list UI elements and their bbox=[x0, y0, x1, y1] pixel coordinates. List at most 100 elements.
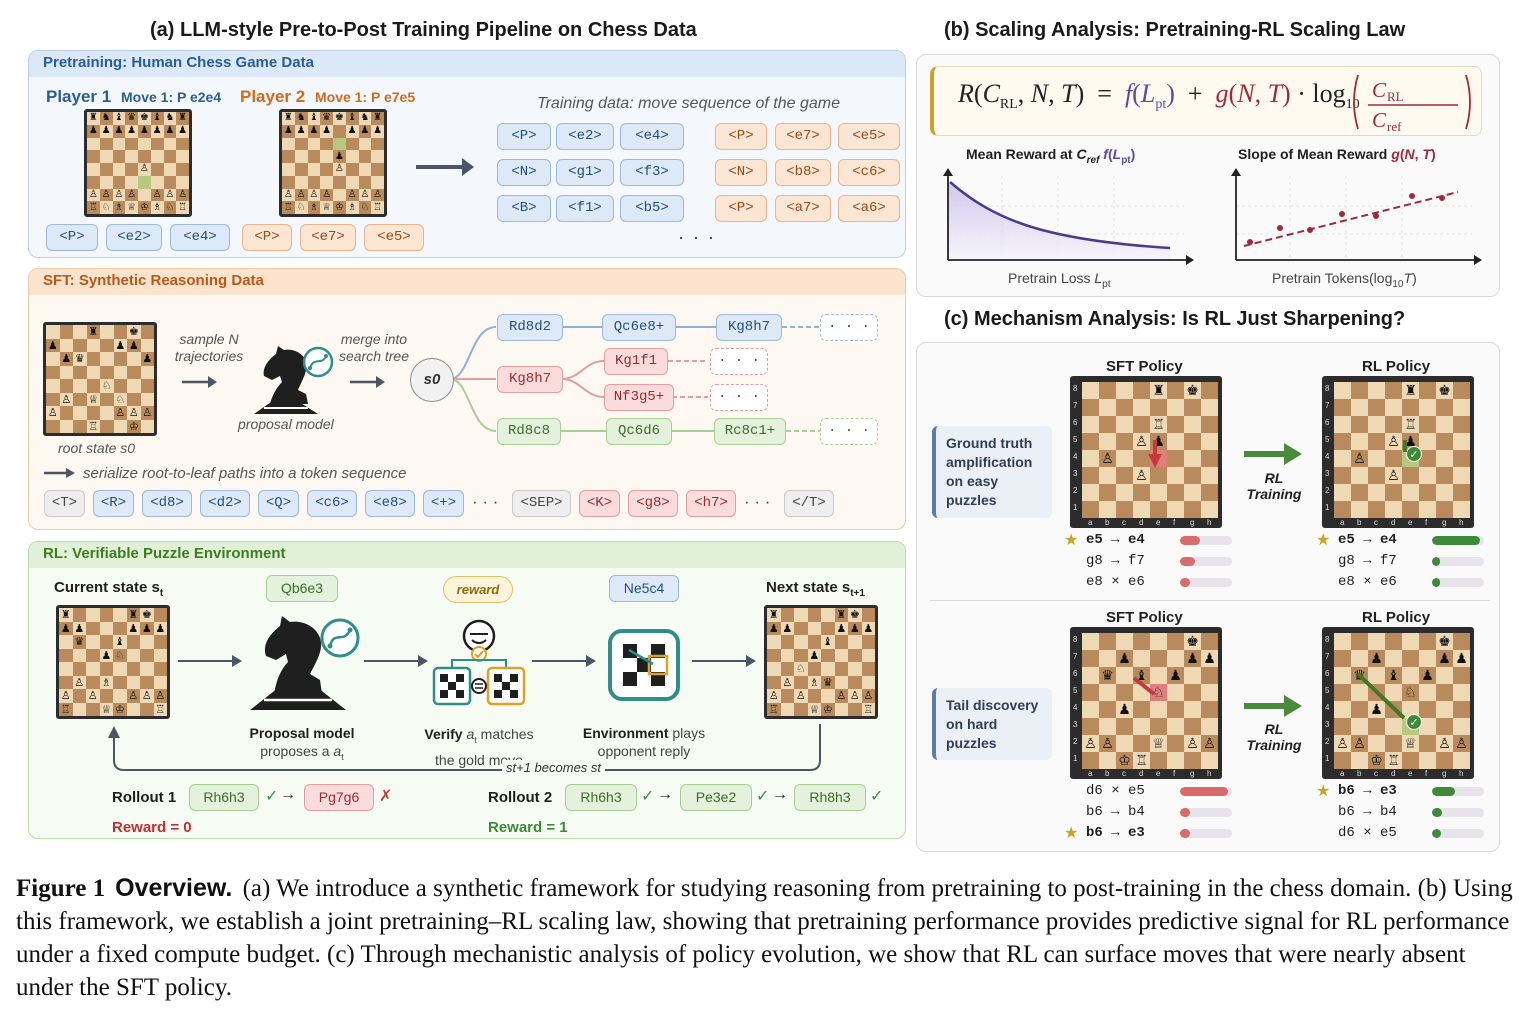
board-square bbox=[1453, 416, 1470, 433]
board-square bbox=[99, 662, 113, 676]
board-square bbox=[1419, 433, 1436, 450]
board-square bbox=[72, 608, 86, 622]
rank-label: 4 bbox=[1073, 703, 1078, 712]
board-square bbox=[140, 702, 154, 716]
board-square: ♟ bbox=[834, 621, 848, 635]
board-square bbox=[1167, 399, 1184, 416]
board-square bbox=[1402, 633, 1419, 650]
chessboard-next-state: ♜♜♚♟♟♟♟♟♝♟♘♙♗♛♙♙♙♙♙♖♕♔♖ bbox=[764, 605, 878, 719]
board-square bbox=[1184, 701, 1201, 718]
board-square: ♙ bbox=[834, 689, 848, 703]
board-square bbox=[358, 163, 372, 176]
board-square bbox=[150, 175, 164, 189]
board-square bbox=[794, 635, 808, 649]
board-square bbox=[86, 635, 100, 649]
file-label: d bbox=[1139, 518, 1144, 527]
board-square bbox=[1082, 633, 1099, 650]
board-square bbox=[1201, 633, 1218, 650]
board-square bbox=[1351, 650, 1368, 667]
board-square bbox=[1351, 501, 1368, 518]
board-square bbox=[73, 419, 87, 433]
tree-node: Qc6d6 bbox=[606, 418, 672, 445]
board-square bbox=[333, 188, 346, 202]
board-square bbox=[1385, 501, 1402, 518]
sequence-token: <e5> bbox=[838, 123, 900, 150]
probability-bar bbox=[1432, 578, 1484, 587]
board-square bbox=[345, 137, 359, 151]
board-square: ♟ bbox=[1184, 650, 1201, 667]
file-label: c bbox=[1122, 769, 1126, 778]
board-square bbox=[163, 137, 177, 151]
board-square bbox=[73, 392, 87, 406]
rank-label: 7 bbox=[1325, 401, 1330, 410]
board-square bbox=[794, 621, 808, 635]
board-square: ♝ bbox=[1133, 667, 1150, 684]
board-square bbox=[86, 621, 100, 635]
board-square bbox=[99, 621, 113, 635]
board-square: ♟ bbox=[1436, 650, 1453, 667]
board-square bbox=[1082, 667, 1099, 684]
board-square: ♙ bbox=[86, 689, 100, 703]
board-square bbox=[282, 150, 295, 163]
sequence-token: <g1> bbox=[556, 159, 614, 186]
arrow-right-icon bbox=[44, 468, 75, 478]
verifier-icon bbox=[432, 619, 526, 706]
board-square bbox=[1385, 735, 1402, 752]
board-square: ♗ bbox=[150, 201, 164, 214]
right-plot-title: Slope of Mean Reward g(N, T) bbox=[1238, 146, 1436, 162]
board-square bbox=[1334, 450, 1351, 467]
board-square bbox=[1116, 633, 1133, 650]
board-square bbox=[1201, 450, 1218, 467]
board-square bbox=[59, 675, 73, 689]
board-square bbox=[1082, 416, 1099, 433]
board-square bbox=[371, 175, 384, 189]
player1-label: Player 1 bbox=[46, 87, 112, 106]
board-square bbox=[1150, 752, 1167, 769]
board-square bbox=[834, 648, 848, 662]
board-square: ♜ bbox=[1402, 382, 1419, 399]
board-square bbox=[1436, 467, 1453, 484]
board-square: ♙ bbox=[1334, 735, 1351, 752]
board-square bbox=[140, 338, 154, 352]
board-square bbox=[1201, 667, 1218, 684]
board-square: ♟ bbox=[1167, 667, 1184, 684]
arrow-right-icon bbox=[178, 655, 242, 667]
board-square bbox=[358, 150, 372, 163]
sequence-token: <P> bbox=[715, 195, 767, 222]
board-square bbox=[1334, 382, 1351, 399]
board-square bbox=[99, 163, 113, 176]
board-square bbox=[150, 137, 164, 151]
board-square bbox=[1453, 501, 1470, 518]
board-square: ♙ bbox=[72, 675, 86, 689]
board-square bbox=[861, 648, 875, 662]
board-square bbox=[59, 419, 73, 433]
board-square bbox=[1334, 752, 1351, 769]
sequence-token: <b5> bbox=[620, 195, 684, 222]
file-label: d bbox=[1391, 769, 1396, 778]
board-square bbox=[1150, 450, 1167, 467]
board-square bbox=[46, 419, 60, 433]
board-square bbox=[1368, 684, 1385, 701]
board-square bbox=[1116, 501, 1133, 518]
sft-token: <d2> bbox=[200, 490, 250, 517]
board-square bbox=[163, 175, 177, 189]
board-square bbox=[807, 608, 821, 622]
board-square bbox=[307, 150, 321, 163]
board-square bbox=[1201, 382, 1218, 399]
probability-bar bbox=[1180, 557, 1232, 566]
board-square: ♗ bbox=[345, 201, 359, 214]
probability-bar bbox=[1432, 787, 1484, 796]
board-square bbox=[1082, 484, 1099, 501]
board-square bbox=[1385, 650, 1402, 667]
board-square bbox=[86, 338, 100, 352]
board-square bbox=[794, 702, 808, 716]
rollout-move: Rh6h3 bbox=[189, 784, 259, 811]
arrow-icon: → bbox=[657, 786, 673, 803]
board-square: ♗ bbox=[807, 675, 821, 689]
board-square bbox=[1436, 450, 1453, 467]
board-square bbox=[1099, 382, 1116, 399]
board-square bbox=[1201, 752, 1218, 769]
board-square: ♘ bbox=[163, 201, 177, 214]
